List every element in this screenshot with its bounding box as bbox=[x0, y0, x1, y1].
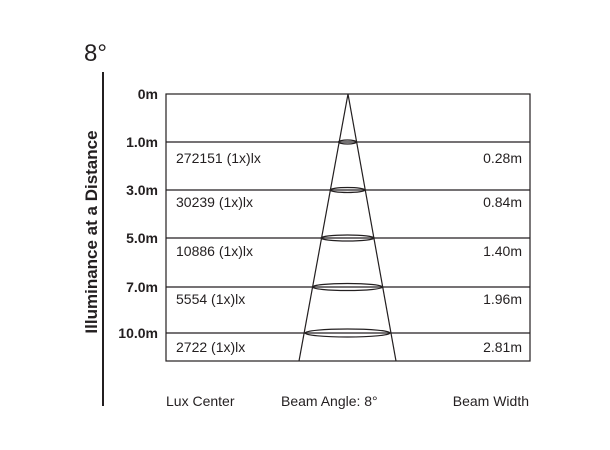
beam-edge-right bbox=[347, 93, 397, 362]
distance-label: 0m bbox=[137, 86, 158, 102]
beam-ellipse bbox=[311, 282, 384, 292]
beam-angle-heading: 8° bbox=[84, 40, 107, 67]
lux-value: 2722 (1x)lx bbox=[176, 339, 246, 355]
distance-label: 10.0m bbox=[118, 325, 158, 341]
lux-value: 5554 (1x)lx bbox=[176, 291, 246, 307]
beam-ellipse bbox=[329, 186, 366, 194]
beam-width-label: Beam Width bbox=[452, 393, 529, 409]
lux-value: 30239 (1x)lx bbox=[176, 194, 254, 210]
distance-label: 1.0m bbox=[126, 134, 158, 150]
beam-width-value: 0.28m bbox=[483, 150, 522, 166]
lux-center-label: Lux Center bbox=[166, 393, 235, 409]
lux-value: 272151 (1x)lx bbox=[176, 150, 261, 166]
distance-label: 3.0m bbox=[126, 182, 158, 198]
beam-width-value: 0.84m bbox=[483, 194, 522, 210]
distance-label: 5.0m bbox=[126, 230, 158, 246]
beam-width-value: 1.40m bbox=[483, 243, 522, 259]
beam-edge-left bbox=[298, 93, 349, 362]
beam-width-value: 1.96m bbox=[483, 291, 522, 307]
distance-label: 7.0m bbox=[126, 279, 158, 295]
table-frame bbox=[165, 93, 531, 362]
axis-line bbox=[102, 72, 104, 406]
lux-value: 10886 (1x)lx bbox=[176, 243, 254, 259]
beam-ellipse bbox=[304, 328, 391, 338]
beam-ellipse bbox=[320, 234, 375, 242]
beam-ellipse bbox=[337, 139, 358, 145]
beam-width-value: 2.81m bbox=[483, 339, 522, 355]
beam-angle-label: Beam Angle: 8° bbox=[281, 393, 378, 409]
